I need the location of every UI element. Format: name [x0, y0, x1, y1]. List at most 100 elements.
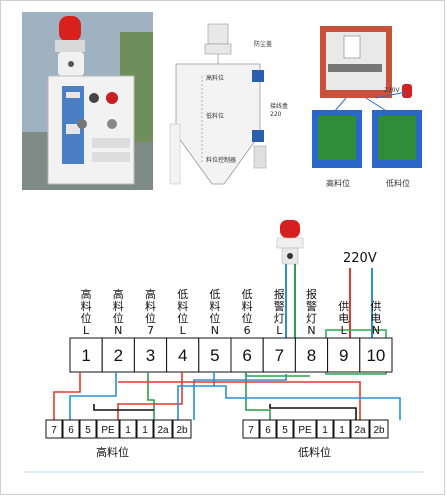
sensor-terminal-box: [79, 419, 97, 439]
wiring-photos: 220V 高料位 低料位: [306, 14, 431, 196]
sensor-terminal-box: [119, 419, 137, 439]
terminal-number: 5: [210, 346, 219, 365]
sensor-terminal-label: 2a: [157, 425, 169, 436]
sensor-terminal-label: PE: [101, 425, 115, 436]
terminal-label-char: 警: [274, 299, 285, 313]
sensor-terminal-box: [242, 419, 260, 439]
sensor-terminal-box: [333, 419, 351, 439]
terminal-number: 9: [339, 346, 348, 365]
high-level-label-right: 高料位: [326, 178, 350, 188]
terminal-box: [69, 337, 103, 373]
sensor-terminal-label: 2b: [373, 425, 385, 436]
terminal-label-char: N: [372, 324, 380, 337]
terminal-number: 8: [307, 346, 316, 365]
terminal-label-char: L: [276, 324, 283, 337]
sensor-terminal-label: 2a: [354, 425, 366, 436]
terminal-box: [101, 337, 135, 373]
terminal-number: 10: [366, 346, 385, 365]
terminal-number: 3: [146, 346, 155, 365]
control-box-photo: [22, 12, 153, 190]
terminal-label-char: 料: [145, 299, 156, 313]
terminal-label-char: 灯: [306, 312, 317, 325]
terminal-label-char: 位: [145, 311, 156, 325]
terminal-label-char: 高: [81, 287, 92, 301]
terminal-number: 4: [178, 346, 187, 365]
terminal-label-char: 料: [209, 299, 220, 313]
low-level-label-mid: 低料位: [206, 112, 224, 120]
sensor-terminal-label: 5: [85, 425, 91, 436]
terminal-label-char: 高: [145, 287, 156, 301]
terminal-label-char: 位: [81, 311, 92, 325]
controller-label-mid: 料位控制器: [206, 156, 236, 164]
sensor-terminal-box: [259, 419, 277, 439]
sensor-terminal-box: [62, 419, 80, 439]
terminal-label-char: 电: [338, 312, 349, 325]
terminal-label-char: 高: [113, 287, 124, 301]
alarm-lamp-icon: [276, 220, 304, 265]
sensor-terminal-label: 5: [282, 425, 288, 436]
terminal-label-char: N: [307, 324, 315, 337]
terminal-label-char: 料: [242, 299, 253, 313]
sensor-terminal-label: 1: [339, 425, 345, 436]
sensor-terminal-box: [350, 419, 370, 439]
low-level-label-right: 低料位: [386, 178, 410, 188]
terminal-label-char: 灯: [274, 312, 285, 325]
sensor-terminal-label: 7: [248, 425, 254, 436]
sensor-terminal-label: 6: [265, 425, 271, 436]
sensor-terminal-label: 1: [142, 425, 148, 436]
sensor-terminal-box: [153, 419, 173, 439]
sensor-terminal-label: 2b: [176, 425, 188, 436]
terminal-label-char: 报: [306, 287, 317, 301]
terminal-label-char: 料: [113, 299, 124, 313]
low-level-sensor-label: 低料位: [298, 445, 331, 459]
silo-diagram: 防尘盖 接线盒 220 高料位 低料位 料位控制器: [162, 14, 298, 196]
terminal-label-char: 料: [177, 299, 188, 313]
terminal-label-char: 供: [370, 299, 381, 313]
sensor-terminal-box: [369, 419, 389, 439]
terminal-label-char: 电: [370, 312, 381, 325]
sensor-terminal-label: 7: [51, 425, 57, 436]
terminal-label-char: 供: [338, 299, 349, 313]
terminal-label-char: 位: [242, 311, 253, 325]
terminal-label-char: N: [114, 324, 122, 337]
terminal-label-char: 位: [177, 311, 188, 325]
terminal-box: [198, 337, 232, 373]
terminal-label-char: 低: [177, 288, 188, 301]
terminal-label-char: 位: [209, 311, 220, 325]
sensor-terminal-label: 6: [68, 425, 74, 436]
terminal-label-char: 7: [147, 324, 154, 337]
terminal-box: [262, 337, 296, 373]
terminal-label-char: 料: [81, 299, 92, 313]
terminal-label-char: 警: [306, 299, 317, 313]
voltage-label-mid: 220: [270, 111, 282, 118]
sensor-terminal-box: [136, 419, 154, 439]
terminal-number: 1: [81, 346, 90, 365]
terminal-box: [359, 337, 393, 373]
terminal-label-char: 低: [209, 288, 220, 301]
terminal-label-char: 位: [113, 311, 124, 325]
sensor-terminal-box: [96, 419, 120, 439]
terminal-label-char: L: [83, 324, 90, 337]
terminal-label-char: 低: [242, 288, 253, 301]
connection-wires: [53, 372, 401, 420]
terminal-label-char: L: [180, 324, 187, 337]
terminal-label-char: N: [211, 324, 219, 337]
sensor-terminal-label: 1: [125, 425, 131, 436]
terminal-box: [327, 337, 361, 373]
sensor-terminal-box: [45, 419, 63, 439]
sensor-terminal-label: PE: [298, 425, 312, 436]
dust-cover-label: 防尘盖: [254, 40, 272, 48]
terminal-label-char: L: [341, 324, 348, 337]
terminal-label-char: 报: [274, 287, 285, 301]
sensor-terminal-box: [172, 419, 192, 439]
terminal-box: [230, 337, 264, 373]
high-level-label-mid: 高料位: [206, 74, 224, 82]
terminal-label-char: 6: [244, 324, 251, 337]
voltage-label-right: 220V: [384, 87, 400, 94]
terminal-number: 2: [114, 346, 123, 365]
